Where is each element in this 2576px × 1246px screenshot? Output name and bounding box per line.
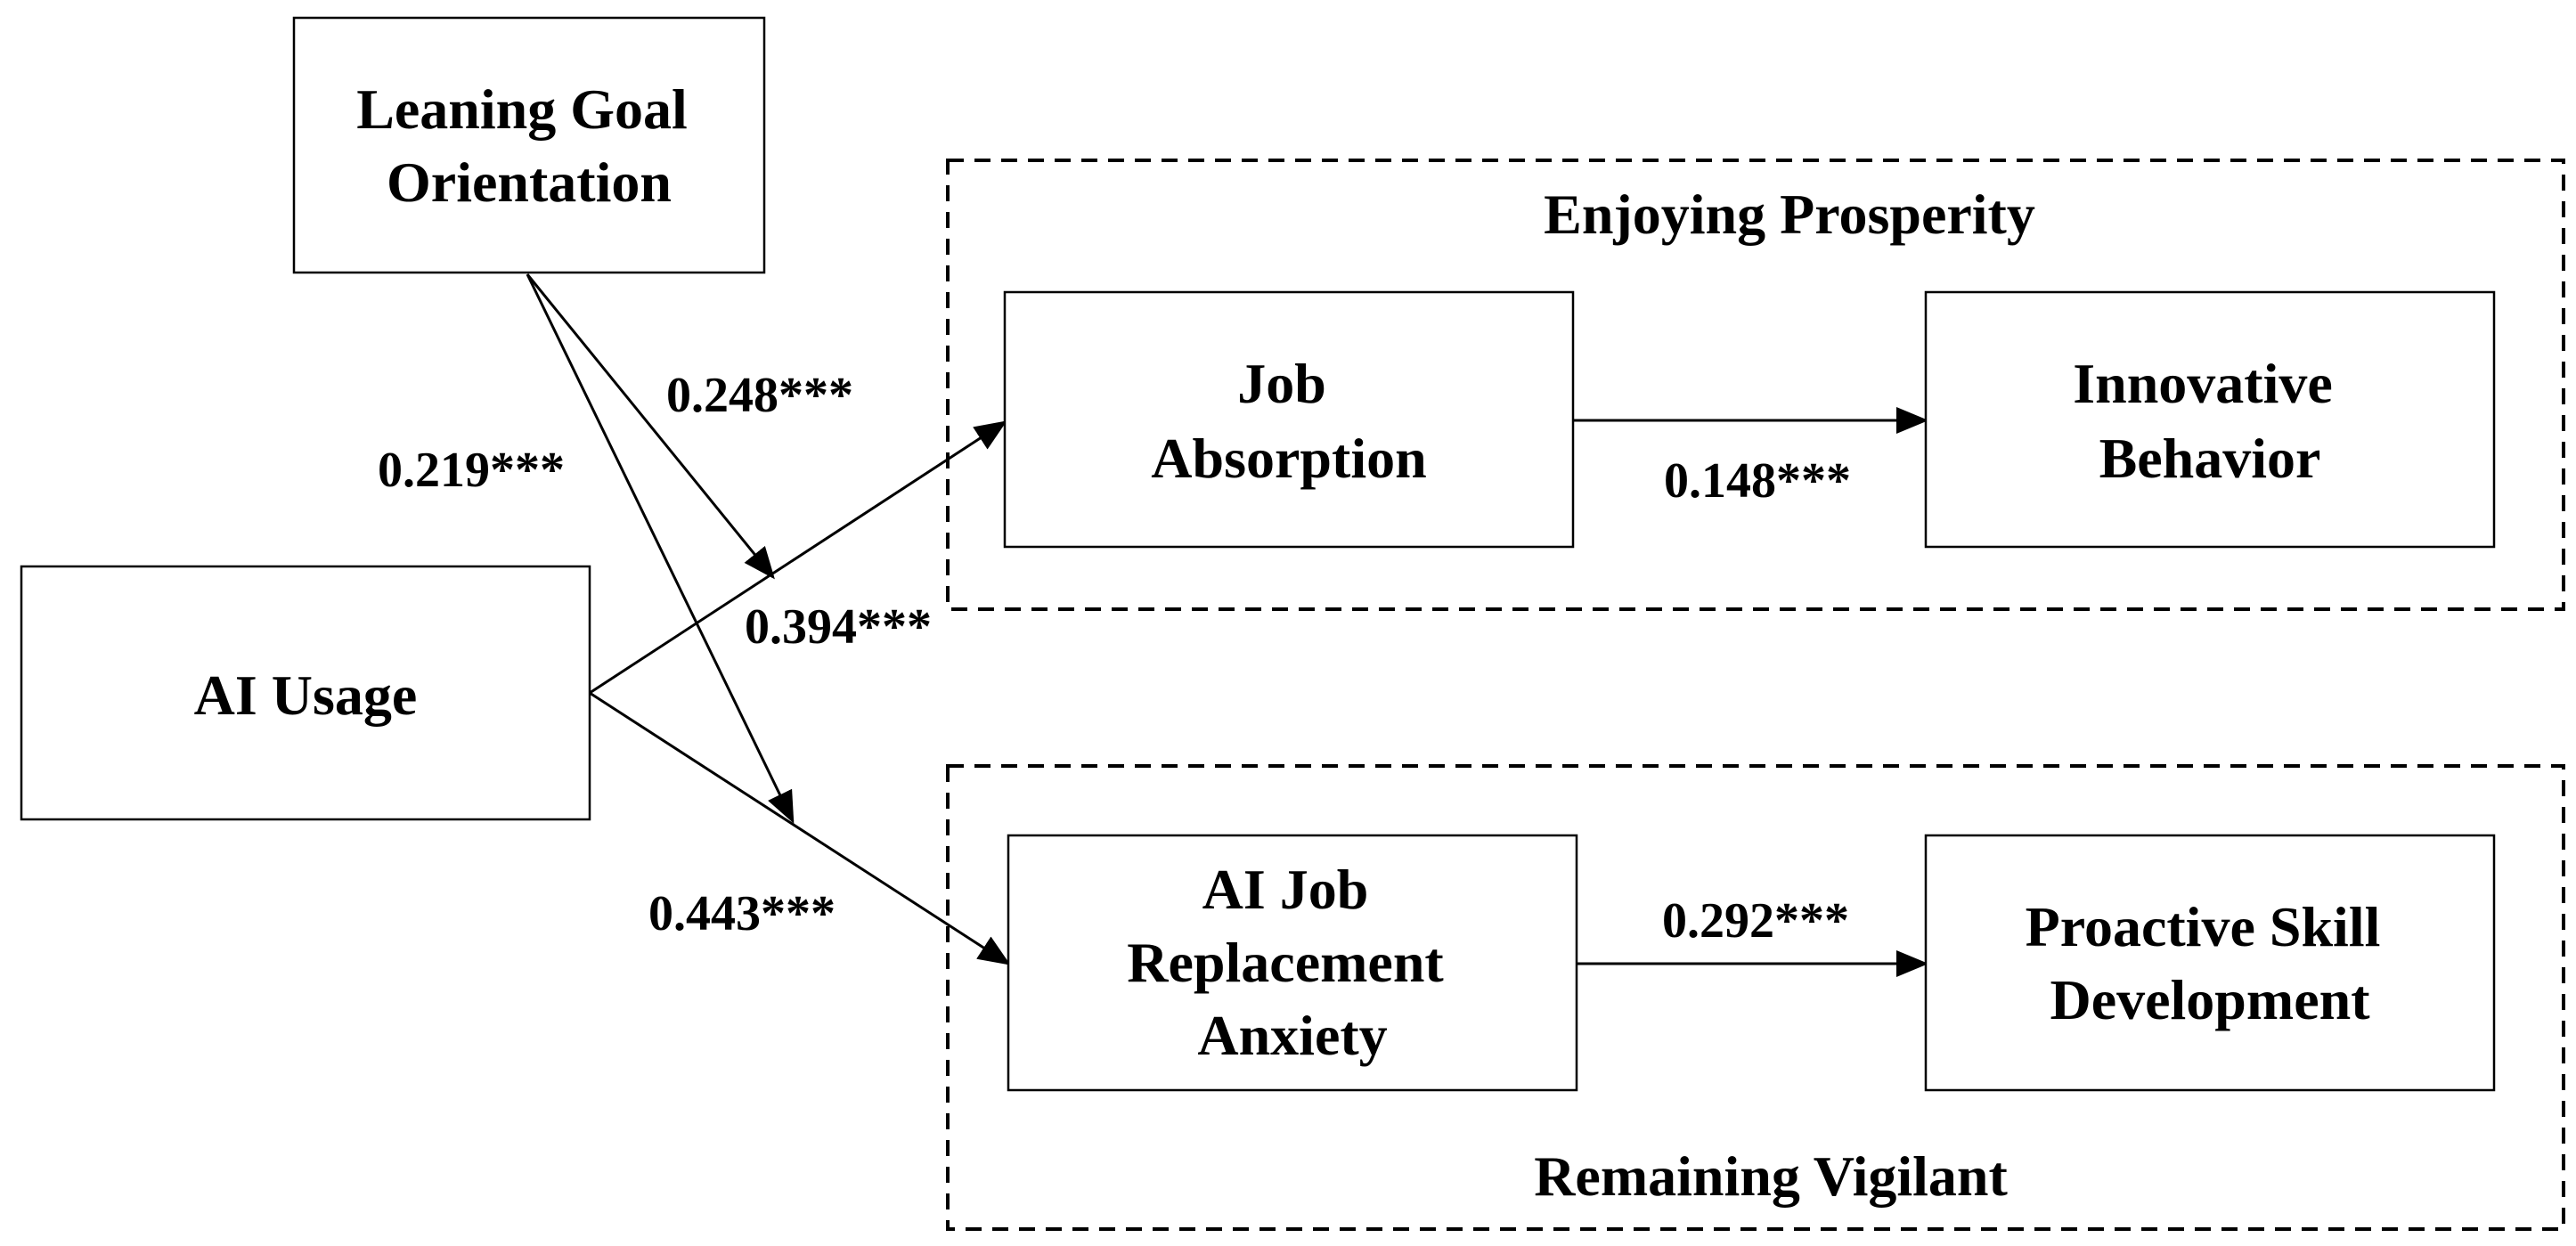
node-label-line: Behavior xyxy=(2099,427,2321,490)
coefficient-moderation-to-anxiety: 0.219*** xyxy=(378,443,565,498)
group-frame-enjoying-prosperity xyxy=(946,159,2565,611)
edge-moderation-to-absorption-path xyxy=(526,273,775,580)
node-label: AI Job Replacement Anxiety xyxy=(1127,858,1457,1067)
coefficient-anxiety-to-proactive: 0.292*** xyxy=(1662,893,1849,949)
node-label: AI Usage xyxy=(194,664,418,727)
node-label: Job Absorption xyxy=(1151,352,1426,490)
node-label-line: Replacement xyxy=(1127,931,1444,994)
node-label-line: Absorption xyxy=(1151,427,1426,490)
node-label: Innovative Behavior xyxy=(2073,352,2347,490)
node-label: Leaning Goal Orientation xyxy=(356,77,702,214)
group-label-enjoying-prosperity: Enjoying Prosperity xyxy=(1544,183,2035,246)
node-label-line: Innovative xyxy=(2073,352,2333,415)
coefficient-usage-to-absorption: 0.394*** xyxy=(745,599,932,655)
node-label-line: Leaning Goal xyxy=(356,77,688,141)
node-ai-usage: AI Usage xyxy=(20,565,591,821)
node-label-line: AI Usage xyxy=(194,664,418,727)
node-innovative-behavior: Innovative Behavior xyxy=(1924,290,2496,549)
node-label-line: Job xyxy=(1237,352,1326,415)
node-proactive-skill-development: Proactive Skill Development xyxy=(1924,834,2496,1092)
group-remaining-vigilant: Remaining Vigilant xyxy=(946,764,2565,1231)
node-box xyxy=(292,16,766,274)
node-learning-goal-orientation: Leaning Goal Orientation xyxy=(292,16,766,274)
node-job-absorption: Job Absorption xyxy=(1003,290,1575,549)
coefficient-absorption-to-innovation: 0.148*** xyxy=(1664,453,1851,509)
node-box xyxy=(1003,290,1575,549)
group-label-remaining-vigilant: Remaining Vigilant xyxy=(1534,1144,2008,1208)
node-label-line: Anxiety xyxy=(1197,1004,1387,1067)
edges xyxy=(526,273,1928,977)
node-label-line: Orientation xyxy=(387,151,672,214)
node-box xyxy=(20,565,591,821)
edge-usage-to-absorption xyxy=(589,420,1007,695)
node-box xyxy=(1924,834,2496,1092)
node-label-line: Proactive Skill xyxy=(2026,895,2381,958)
node-label-line: Development xyxy=(2050,968,2370,1031)
edge-usage-to-anxiety xyxy=(589,691,1011,965)
coefficient-moderation-to-absorption: 0.248*** xyxy=(666,368,853,423)
node-label-line: AI Job xyxy=(1202,858,1369,921)
coefficient-usage-to-anxiety: 0.443*** xyxy=(648,886,836,941)
node-box xyxy=(1007,834,1578,1092)
node-label: Proactive Skill Development xyxy=(2026,895,2395,1031)
edge-moderation-to-anxiety-path xyxy=(526,273,795,824)
group-enjoying-prosperity: Enjoying Prosperity xyxy=(946,159,2565,611)
group-frame-remaining-vigilant xyxy=(946,764,2565,1231)
node-ai-job-replacement-anxiety: AI Job Replacement Anxiety xyxy=(1007,834,1578,1092)
path-coefficients: 0.248*** 0.219*** 0.394*** 0.148*** 0.44… xyxy=(378,368,1851,949)
node-box xyxy=(1924,290,2496,549)
